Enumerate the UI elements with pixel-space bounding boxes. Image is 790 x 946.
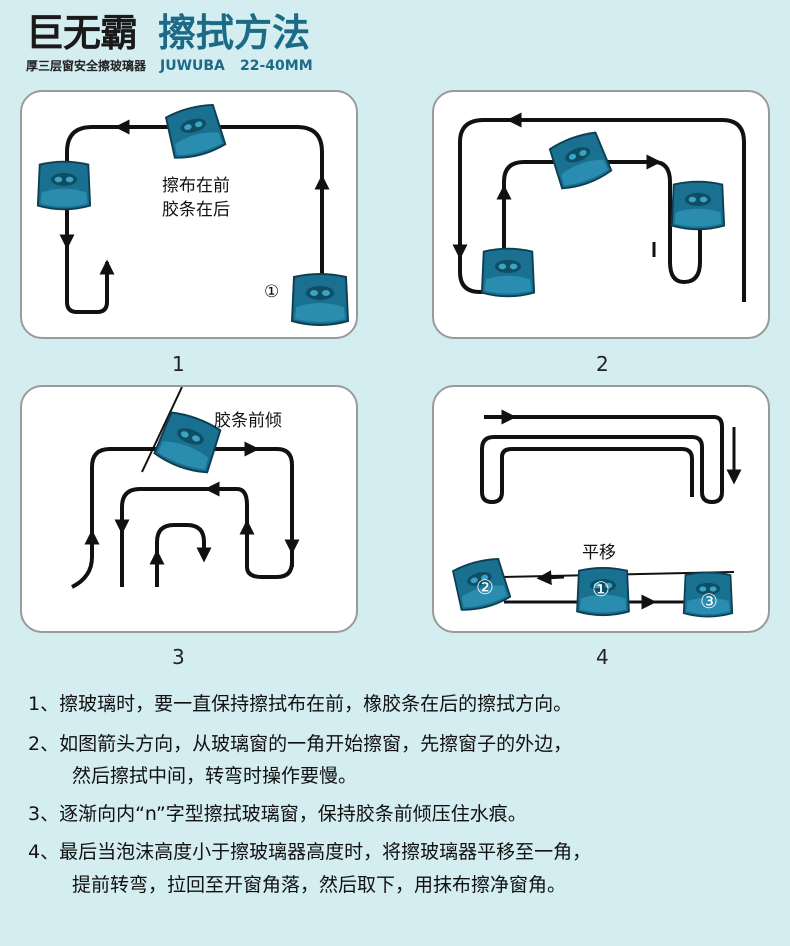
marker-2: ②	[476, 575, 494, 599]
step-4-cont: 提前转弯，拉回至开窗角落，然后取下，用抹布擦净窗角。	[72, 874, 567, 896]
diagram-panel-3: 胶条前倾	[20, 385, 358, 633]
brand-english: JUWUBA	[160, 58, 225, 74]
step-2-cont: 然后擦拭中间，转弯时操作要慢。	[72, 765, 358, 787]
path-diagram-2	[452, 112, 746, 302]
start-marker: ①	[264, 282, 280, 302]
label-strip-back: 胶条在后	[162, 200, 230, 220]
diagram-panel-4: 平移 ② ① ③	[432, 385, 770, 633]
size-range: 22-40MM	[240, 58, 313, 74]
label-strip-tilt: 胶条前倾	[214, 411, 282, 431]
step-3: 3、逐渐向内“n”字型擦拭玻璃窗，保持胶条前倾压住水痕。	[28, 803, 527, 825]
panel-number-1: 1	[172, 352, 185, 376]
path-diagram-3	[71, 387, 300, 589]
marker-1: ①	[592, 577, 610, 601]
diagram-panel-1: 擦布在前 胶条在后 ①	[20, 90, 358, 339]
panel-number-2: 2	[596, 352, 609, 376]
path-diagram-4	[449, 409, 742, 618]
marker-3: ③	[700, 589, 718, 613]
diagram-panel-2	[432, 90, 770, 339]
panel-number-4: 4	[596, 645, 609, 669]
step-1: 1、擦玻璃时，要一直保持擦拭布在前，橡胶条在后的擦拭方向。	[28, 693, 573, 715]
step-2: 2、如图箭头方向，从玻璃窗的一角开始擦窗，先擦窗子的外边，	[28, 733, 573, 755]
step-4: 4、最后当泡沫高度小于擦玻璃器高度时，将擦玻璃器平移至一角，	[28, 841, 592, 863]
label-cloth-front: 擦布在前	[162, 176, 230, 196]
brand-logo: 巨无霸	[26, 11, 138, 55]
product-subtitle: 厚三层窗安全擦玻璃器	[26, 59, 147, 73]
panel-number-3: 3	[172, 645, 185, 669]
path-diagram-1	[36, 100, 350, 327]
label-shift: 平移	[582, 543, 616, 563]
page-title: 擦拭方法	[158, 11, 311, 55]
